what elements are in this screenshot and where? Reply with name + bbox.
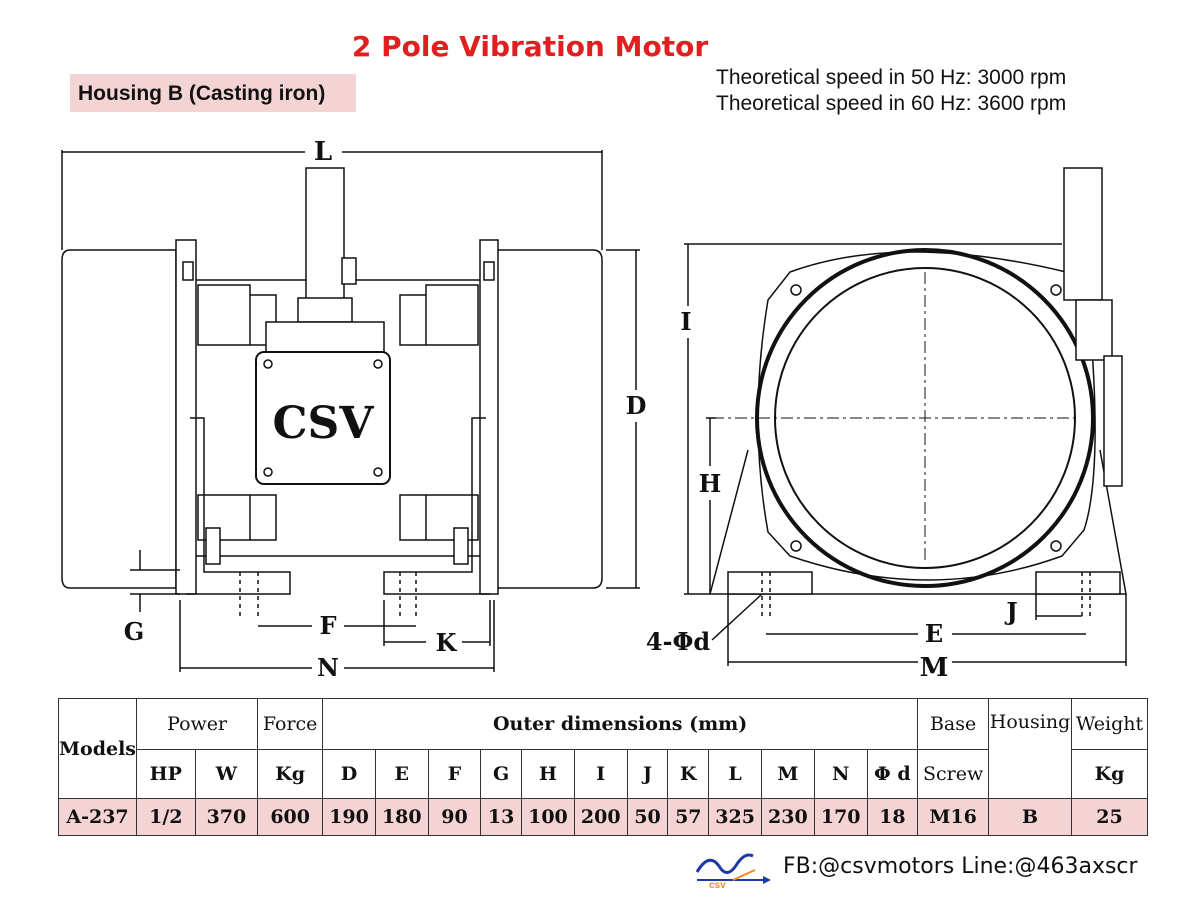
table-header-row-2: HP W Kg D E F G H I J K L M N Φ d Screw … bbox=[59, 749, 1148, 799]
cell-H: 100 bbox=[521, 798, 575, 836]
header-G: G bbox=[480, 749, 523, 799]
table-row: A-237 1/2 370 600 190 180 90 13 100 200 … bbox=[58, 798, 1148, 836]
cell-K: 57 bbox=[667, 798, 710, 836]
cell-G: 13 bbox=[480, 798, 523, 836]
header-models: Models bbox=[58, 698, 137, 799]
cell-I: 200 bbox=[573, 798, 628, 836]
header-base: Base bbox=[917, 698, 990, 750]
motor-drawing: CSV L G F K N I D H J E M 4-Φd bbox=[61, 137, 1127, 683]
cell-J: 50 bbox=[626, 798, 669, 836]
cell-force: 600 bbox=[257, 798, 324, 836]
header-E: E bbox=[374, 749, 429, 799]
header-w: W bbox=[194, 749, 259, 799]
cell-weight: 25 bbox=[1071, 798, 1148, 836]
speed-50hz: Theoretical speed in 50 Hz: 3000 rpm bbox=[716, 66, 1067, 89]
header-force: Force bbox=[257, 698, 324, 750]
cell-hp: 1/2 bbox=[136, 798, 196, 836]
dim-label-H: H bbox=[699, 469, 722, 498]
contact-text: FB:@csvmotors Line:@463axscr bbox=[783, 854, 1138, 879]
housing-label-box: Housing B (Casting iron) bbox=[70, 74, 356, 112]
header-outer-dimensions: Outer dimensions (mm) bbox=[322, 698, 919, 750]
header-force-kg: Kg bbox=[257, 749, 324, 799]
header-hp: HP bbox=[136, 749, 196, 799]
header-phi-d: Φ d bbox=[866, 749, 919, 799]
dim-label-L: L bbox=[314, 137, 332, 167]
header-N: N bbox=[813, 749, 868, 799]
table-header-row-1: Models Power Force Outer dimensions (mm)… bbox=[58, 698, 1148, 799]
header-L: L bbox=[708, 749, 762, 799]
cell-N: 170 bbox=[813, 798, 868, 836]
speed-60hz: Theoretical speed in 60 Hz: 3600 rpm bbox=[716, 92, 1067, 115]
cell-M: 230 bbox=[760, 798, 815, 836]
cell-screw: M16 bbox=[917, 798, 990, 836]
brand-text: CSV bbox=[273, 398, 375, 449]
dim-label-M: M bbox=[920, 653, 949, 683]
cell-model: A-237 bbox=[58, 798, 137, 836]
header-K: K bbox=[667, 749, 710, 799]
cell-D: 190 bbox=[322, 798, 376, 836]
cell-F: 90 bbox=[427, 798, 482, 836]
front-dimensions bbox=[61, 150, 603, 672]
cell-w: 370 bbox=[194, 798, 259, 836]
page-title: 2 Pole Vibration Motor bbox=[351, 30, 709, 63]
dim-label-E: E bbox=[925, 619, 943, 648]
cell-E: 180 bbox=[374, 798, 429, 836]
logo-text: csv bbox=[709, 880, 726, 890]
csv-logo-icon: csv bbox=[695, 853, 771, 890]
housing-label: Housing B (Casting iron) bbox=[78, 82, 326, 105]
side-dimensions bbox=[606, 243, 1127, 666]
header-F: F bbox=[427, 749, 482, 799]
cell-phi-d: 18 bbox=[866, 798, 919, 836]
dim-label-N: N bbox=[317, 653, 339, 682]
header-H: H bbox=[521, 749, 575, 799]
dim-label-I: I bbox=[680, 307, 691, 336]
side-view bbox=[709, 167, 1127, 616]
header-I: I bbox=[573, 749, 628, 799]
cell-housing: B bbox=[988, 798, 1073, 836]
header-J: J bbox=[626, 749, 669, 799]
dim-label-D: D bbox=[626, 391, 647, 420]
dim-label-F: F bbox=[319, 611, 336, 640]
front-view bbox=[61, 167, 603, 620]
cell-L: 325 bbox=[708, 798, 762, 836]
dim-label-G: G bbox=[124, 617, 145, 646]
spec-table: Models Power Force Outer dimensions (mm)… bbox=[58, 698, 1148, 836]
dim-label-K: K bbox=[436, 628, 458, 657]
dim-label-hole: 4-Φd bbox=[646, 627, 711, 656]
header-D: D bbox=[322, 749, 376, 799]
header-screw: Screw bbox=[917, 749, 990, 799]
header-weight-kg: Kg bbox=[1071, 749, 1148, 799]
header-housing: Housing bbox=[988, 698, 1073, 799]
header-weight: Weight bbox=[1071, 698, 1148, 750]
header-M: M bbox=[760, 749, 815, 799]
dim-label-J: J bbox=[1004, 597, 1017, 626]
header-power: Power bbox=[135, 698, 259, 750]
